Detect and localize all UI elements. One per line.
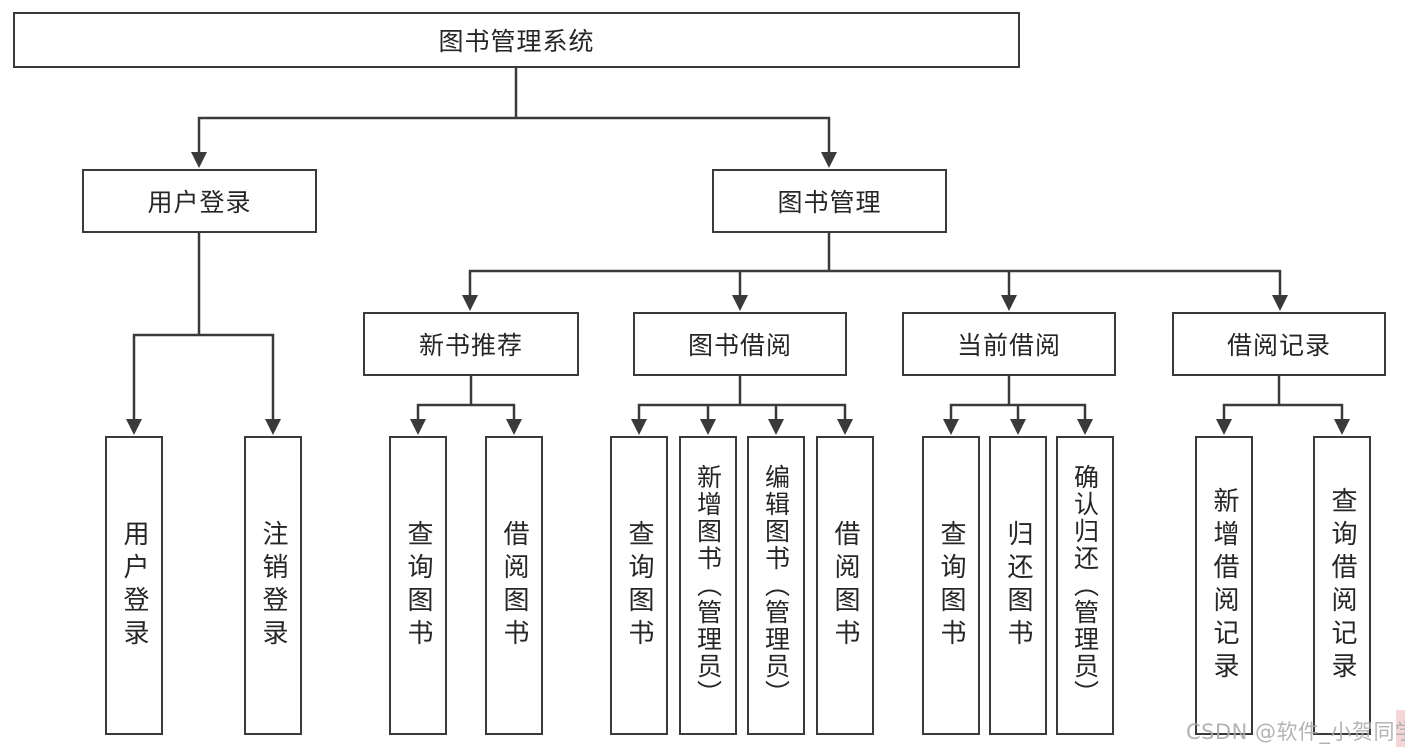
arrowhead — [768, 419, 784, 435]
arrowhead — [1334, 419, 1350, 435]
leaf-borrow-books-recommendation: 借阅图书 — [485, 436, 543, 735]
arrowhead — [1001, 295, 1017, 311]
node-new-book-recommendation: 新书推荐 — [363, 312, 579, 376]
leaf-query-borrowing-record: 查询借阅记录 — [1313, 436, 1371, 735]
leaf-logout: 注销登录 — [244, 436, 302, 735]
connector-current-borrowing-to-leaves — [943, 375, 1093, 435]
csdn-watermark: CSDN @软件_小贺同学 — [1186, 720, 1405, 744]
arrowhead — [631, 419, 647, 435]
arrowhead — [943, 419, 959, 435]
arrowhead — [732, 295, 748, 311]
arrowhead — [837, 419, 853, 435]
arrowhead — [821, 152, 837, 168]
leaf-query-books-recommendation: 查询图书 — [389, 436, 447, 735]
arrowhead — [1272, 295, 1288, 311]
leaf-confirm-return-admin: 确认归还（管理员） — [1056, 436, 1114, 735]
node-user-login: 用户登录 — [82, 169, 317, 233]
arrowhead — [506, 419, 522, 435]
arrowhead — [410, 419, 426, 435]
arrowhead — [265, 419, 281, 435]
node-root-library-system: 图书管理系统 — [13, 12, 1020, 68]
node-book-management: 图书管理 — [712, 169, 947, 233]
arrowhead — [1077, 419, 1093, 435]
arrowhead — [1010, 419, 1026, 435]
arrowhead — [1216, 419, 1232, 435]
connector-book-borrowing-to-leaves — [631, 375, 853, 435]
leaf-borrow-books: 借阅图书 — [816, 436, 874, 735]
connector-borrowing-records-to-leaves — [1216, 375, 1350, 435]
leaf-edit-books-admin: 编辑图书（管理员） — [747, 436, 805, 735]
watermark-artifact — [1396, 710, 1405, 747]
leaf-query-books-borrowing: 查询图书 — [610, 436, 668, 735]
connector-root-to-level2 — [191, 68, 837, 168]
connector-new-book-recommendation-to-leaves — [410, 375, 522, 435]
leaf-query-books-current: 查询图书 — [922, 436, 980, 735]
arrowhead — [700, 419, 716, 435]
leaf-user-login: 用户登录 — [105, 436, 163, 735]
arrowhead — [126, 419, 142, 435]
node-book-borrowing: 图书借阅 — [633, 312, 847, 376]
node-current-borrowing: 当前借阅 — [902, 312, 1116, 376]
connector-user-login-to-leaves — [126, 232, 281, 435]
arrowhead — [462, 295, 478, 311]
arrowhead — [191, 152, 207, 168]
leaf-return-books: 归还图书 — [989, 436, 1047, 735]
connector-book-management-to-level3 — [462, 232, 1288, 311]
leaf-add-books-admin: 新增图书（管理员） — [679, 436, 737, 735]
node-borrowing-records: 借阅记录 — [1172, 312, 1386, 376]
leaf-add-borrowing-record: 新增借阅记录 — [1195, 436, 1253, 735]
